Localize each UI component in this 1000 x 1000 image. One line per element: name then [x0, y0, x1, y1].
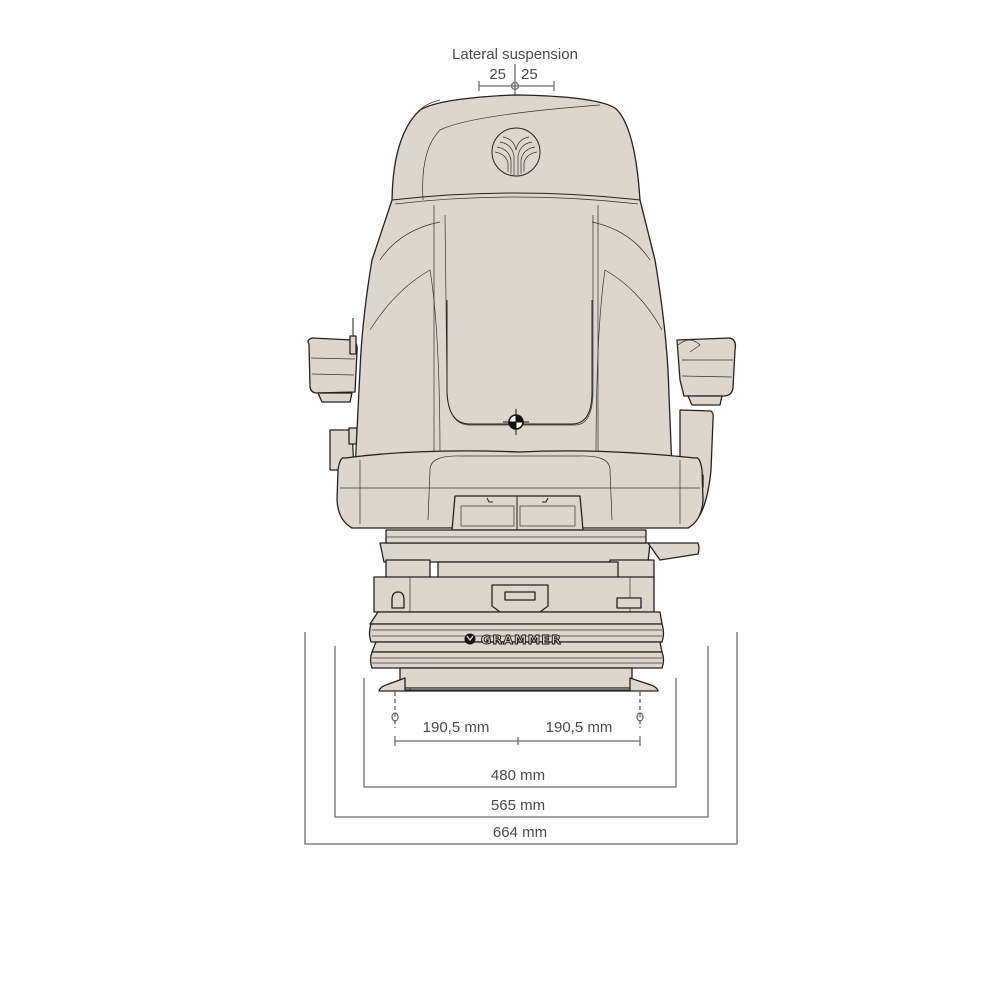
mount-left-dimension: 190,5 mm [423, 719, 490, 736]
seat-reference-point-icon [503, 409, 529, 435]
grammer-brand-logo: GRAMMER [464, 632, 562, 647]
left-armrest [307, 318, 358, 471]
width-480-label: 480 mm [491, 767, 545, 784]
brand-label: GRAMMER [481, 632, 562, 647]
seat-slide-mechanism [379, 529, 700, 579]
width-565-label: 565 mm [491, 797, 545, 814]
lateral-suspension-title: Lateral suspension [452, 46, 578, 63]
mount-hole-left-icon [391, 712, 399, 722]
seat-cushion [336, 450, 704, 531]
lateral-suspension-right-value: 25 [521, 66, 538, 83]
lateral-suspension-left-value: 25 [489, 66, 506, 83]
mount-hole-right-icon [636, 712, 644, 722]
lateral-suspension-annotation: Lateral suspension 25 25 [452, 46, 578, 96]
suspension-base: GRAMMER [368, 576, 665, 692]
width-664-label: 664 mm [493, 824, 547, 841]
backrest [354, 94, 673, 471]
mounting-dimensions: 190,5 mm 190,5 mm [391, 692, 644, 746]
mount-right-dimension: 190,5 mm [546, 719, 613, 736]
headrest-logo-icon [491, 127, 541, 177]
seat-illustration: GRAMMER [307, 94, 737, 692]
width-dimension-lines [304, 632, 738, 845]
center-marker-icon [510, 81, 520, 91]
